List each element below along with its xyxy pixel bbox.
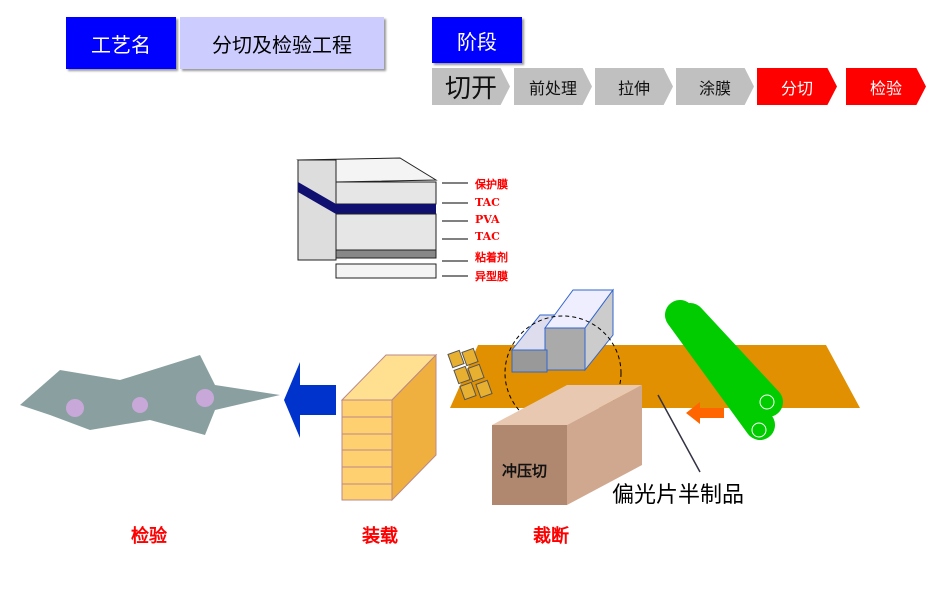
layer-release: 异型膜 — [475, 270, 508, 283]
caption-inspect: 检验 — [131, 526, 167, 547]
inspection-photo — [20, 355, 280, 435]
stage-pretreat: 前处理 — [514, 68, 592, 105]
layer-tac-top: TAC — [475, 196, 500, 209]
stage-cut-open: 切开 — [432, 68, 510, 105]
cutter-block — [504, 288, 622, 431]
layer-pva: PVA — [475, 213, 500, 226]
process-label: 工艺名 — [66, 17, 176, 69]
layer-tac-bottom: TAC — [475, 230, 500, 243]
film-layer-structure — [296, 157, 468, 279]
layer-adhesive: 粘着剂 — [475, 251, 508, 264]
stage-inspect: 检验 — [846, 68, 926, 105]
rollers — [665, 300, 783, 440]
layer-protective: 保护膜 — [475, 178, 508, 191]
product-label: 偏光片半制品 — [612, 483, 745, 508]
stage-coat: 涂膜 — [676, 68, 754, 105]
flow-arrow-icon — [284, 362, 336, 438]
caption-cut: 裁断 — [533, 526, 569, 547]
stage-slit: 分切 — [757, 68, 837, 105]
punch-box — [492, 385, 642, 505]
caption-load: 装载 — [362, 526, 398, 547]
stacked-sheets — [340, 353, 438, 502]
stage-label: 阶段 — [432, 17, 522, 63]
feed-arrow-icon — [686, 402, 724, 424]
cut-pieces — [447, 347, 493, 401]
punch-label: 冲压切 — [502, 462, 548, 480]
process-name: 分切及检验工程 — [180, 17, 384, 69]
stage-stretch: 拉伸 — [595, 68, 673, 105]
